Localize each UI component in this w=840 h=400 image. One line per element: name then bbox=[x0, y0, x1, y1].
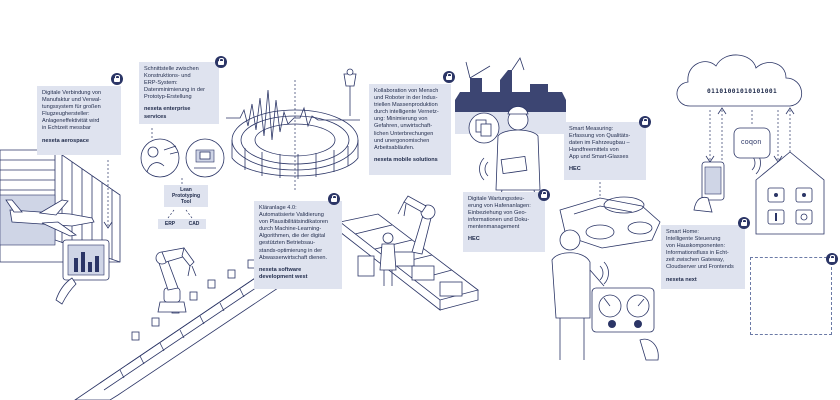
worker-tablet bbox=[495, 106, 541, 201]
gateway-device bbox=[733, 127, 771, 159]
card-text: Kollaboration von Mensch und Roboter in … bbox=[374, 88, 439, 151]
airplane bbox=[5, 199, 95, 237]
lock-icon bbox=[111, 73, 123, 85]
card-company: nexeta mobile solutions bbox=[374, 156, 438, 163]
card-company: nexeta software development west bbox=[259, 266, 308, 280]
lock-icon bbox=[328, 193, 340, 205]
card-text: Smart Measuring: Erfassung von Qualitäts… bbox=[569, 126, 631, 161]
cad-tag: CAD bbox=[182, 219, 206, 229]
car-inspection bbox=[559, 182, 661, 249]
card-company: HEC bbox=[468, 236, 480, 243]
aerospace-connector bbox=[103, 160, 113, 229]
lock-icon bbox=[215, 56, 227, 68]
house bbox=[755, 151, 825, 235]
lock-icon bbox=[826, 253, 838, 265]
prototyping-tool-tag: Lean Prototyping Tool bbox=[164, 185, 208, 207]
card-text: Schnittstelle zwischen Konstruktions- un… bbox=[144, 66, 205, 101]
lock-icon bbox=[738, 217, 750, 229]
info-card-enterprise: Schnittstelle zwischen Konstruktions- un… bbox=[139, 62, 219, 124]
info-card-sewage: Kläranlage 4.0: Automatisierte Validieru… bbox=[254, 201, 342, 289]
production-line bbox=[339, 195, 479, 311]
tablet-dashboard bbox=[55, 239, 110, 305]
card-company: nexeta next bbox=[666, 276, 697, 283]
info-card-port: Digitale Wartungssteu- erung von Hafenan… bbox=[463, 192, 545, 252]
info-card-measuring: Smart Measuring: Erfassung von Qualitäts… bbox=[564, 122, 646, 180]
lock-icon bbox=[443, 71, 455, 83]
document-icon-bubble bbox=[468, 112, 500, 144]
gauges-panel bbox=[591, 287, 659, 361]
card-company: HEC bbox=[569, 166, 581, 173]
device-brand-label: coqon bbox=[741, 139, 762, 146]
lock-icon bbox=[639, 116, 651, 128]
technician bbox=[551, 229, 605, 360]
placeholder-box bbox=[750, 257, 832, 335]
robot-arm-left bbox=[155, 247, 197, 313]
sewage-plant bbox=[226, 68, 360, 190]
cloud-binary-text: 01101001010101001 bbox=[707, 88, 778, 95]
card-text: Digitale Verbindung von Manufaktur und V… bbox=[42, 90, 102, 132]
info-card-home: Smart Home: Intelligente Steuerung von H… bbox=[661, 225, 745, 289]
lock-icon bbox=[538, 189, 550, 201]
erp-tag: ERP bbox=[158, 219, 182, 229]
card-text: Kläranlage 4.0: Automatisierte Validieru… bbox=[259, 205, 329, 261]
card-company: nexeta aerospace bbox=[42, 137, 89, 144]
card-text: Digitale Wartungssteu- erung von Hafenan… bbox=[468, 196, 531, 231]
cloud bbox=[676, 54, 802, 107]
smartphone bbox=[693, 161, 725, 213]
card-company: nexeta enterprise services bbox=[144, 106, 191, 120]
info-card-mobile: Kollaboration von Mensch und Roboter in … bbox=[369, 84, 451, 175]
prototyping-icons bbox=[140, 138, 225, 219]
card-text: Smart Home: Intelligente Steuerung von H… bbox=[666, 229, 734, 271]
info-card-aerospace: Digitale Verbindung von Manufaktur und V… bbox=[37, 86, 121, 155]
